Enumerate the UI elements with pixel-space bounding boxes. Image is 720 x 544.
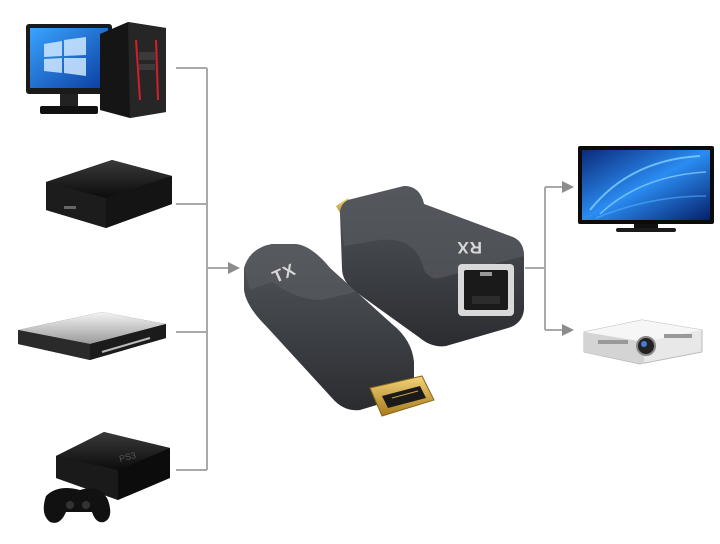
receiver-label: RX <box>456 238 482 257</box>
projector-arrow-icon <box>562 324 574 336</box>
svg-text:PS3: PS3 <box>118 450 137 464</box>
hdmi-connector <box>369 375 435 417</box>
set-top-box-icon <box>46 160 172 228</box>
output-bracket-lines <box>525 186 562 331</box>
source-bracket-lines <box>176 67 228 471</box>
television-icon <box>578 146 714 232</box>
transmitter-tx-module: TX <box>244 244 435 417</box>
source-arrow-icon <box>228 262 240 274</box>
receiver-rx-module: RX <box>336 186 524 347</box>
projector-icon <box>583 319 703 365</box>
game-console-icon: PS3 <box>43 432 170 523</box>
blu-ray-player-icon <box>18 312 166 360</box>
tv-arrow-icon <box>562 181 574 193</box>
desktop-pc-icon <box>26 22 166 118</box>
